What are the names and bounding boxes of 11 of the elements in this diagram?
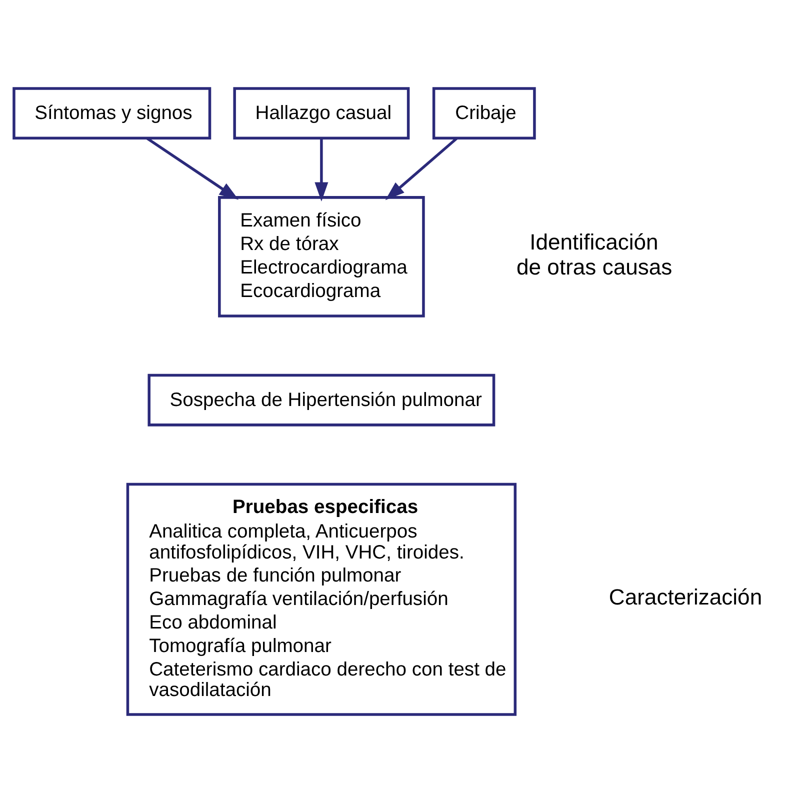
node-box: Síntomas y signos bbox=[12, 86, 212, 140]
node-box: Cribaje bbox=[432, 86, 536, 140]
arrow bbox=[314, 138, 328, 202]
arrow bbox=[146, 136, 239, 200]
arrow bbox=[385, 136, 458, 200]
node-box: Hallazgo casual bbox=[233, 86, 410, 140]
node-box: Sospecha de Hipertensión pulmonar bbox=[148, 373, 496, 426]
node-box: Pruebas especificas Analitica completa, Anticuerpos antifosfolipídicos, VIH, VHC, tiroides. Pruebas de función pulmonar Gammagrafía ventilación/perfusión Eco abdominal Tomografía pulmonar Cateterismo cardiaco derecho con test de vasodilatación bbox=[126, 482, 517, 716]
label: Identificación de otras causas bbox=[516, 229, 672, 279]
label: Caracterización bbox=[608, 584, 762, 610]
node-box: Examen físico Rx de tórax Electrocardiograma Ecocardiograma bbox=[218, 196, 425, 317]
